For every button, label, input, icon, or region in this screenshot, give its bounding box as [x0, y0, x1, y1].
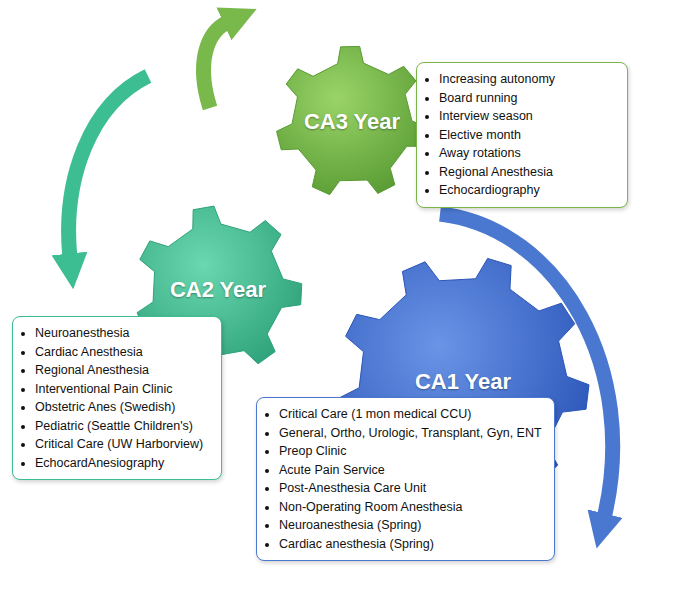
list-item: Pediatric (Seattle Children's) [35, 417, 209, 436]
list-item: General, Ortho, Urologic, Transplant, Gy… [279, 424, 542, 443]
list-item: Post-Anesthesia Care Unit [279, 479, 542, 498]
item-list: NeuroanesthesiaCardiac AnesthesiaRegiona… [15, 324, 209, 472]
list-box: NeuroanesthesiaCardiac AnesthesiaRegiona… [12, 316, 222, 480]
list-item: Interview season [439, 107, 615, 126]
year-label: CA1 Year [415, 369, 511, 395]
list-item: Interventional Pain Clinic [35, 380, 209, 399]
year-label: CA3 Year [304, 109, 400, 135]
gear-outline [277, 46, 428, 194]
list-box: Increasing autonomyBoard runningIntervie… [416, 62, 628, 208]
rotation-arrow [204, 22, 228, 108]
list-box: Critical Care (1 mon medical CCU)General… [256, 397, 555, 561]
item-list: Critical Care (1 mon medical CCU)General… [259, 405, 542, 553]
list-item: Non-Operating Room Anesthesia [279, 498, 542, 517]
list-item: Neuroanesthesia (Spring) [279, 516, 542, 535]
item-list: Increasing autonomyBoard runningIntervie… [419, 70, 615, 200]
list-item: Obstetric Anes (Swedish) [35, 398, 209, 417]
list-item: Increasing autonomy [439, 70, 615, 89]
list-item: Neuroanesthesia [35, 324, 209, 343]
gear-wheel: CA3 Year [273, 43, 431, 201]
list-item: Critical Care (UW Harborview) [35, 435, 209, 454]
list-item: Cardiac anesthesia (Spring) [279, 535, 542, 554]
year-label: CA2 Year [170, 277, 266, 303]
list-item: Preop Clinic [279, 442, 542, 461]
list-item: Critical Care (1 mon medical CCU) [279, 405, 542, 424]
rotation-arrow [69, 76, 148, 258]
list-item: EchocardAnesiography [35, 454, 209, 473]
list-item: Cardiac Anesthesia [35, 343, 209, 362]
list-item: Elective month [439, 126, 615, 145]
list-item: Echocardiography [439, 181, 615, 200]
list-item: Acute Pain Service [279, 461, 542, 480]
list-item: Regional Anesthesia [439, 163, 615, 182]
list-item: Board running [439, 89, 615, 108]
list-item: Away rotations [439, 144, 615, 163]
list-item: Regional Anesthesia [35, 361, 209, 380]
